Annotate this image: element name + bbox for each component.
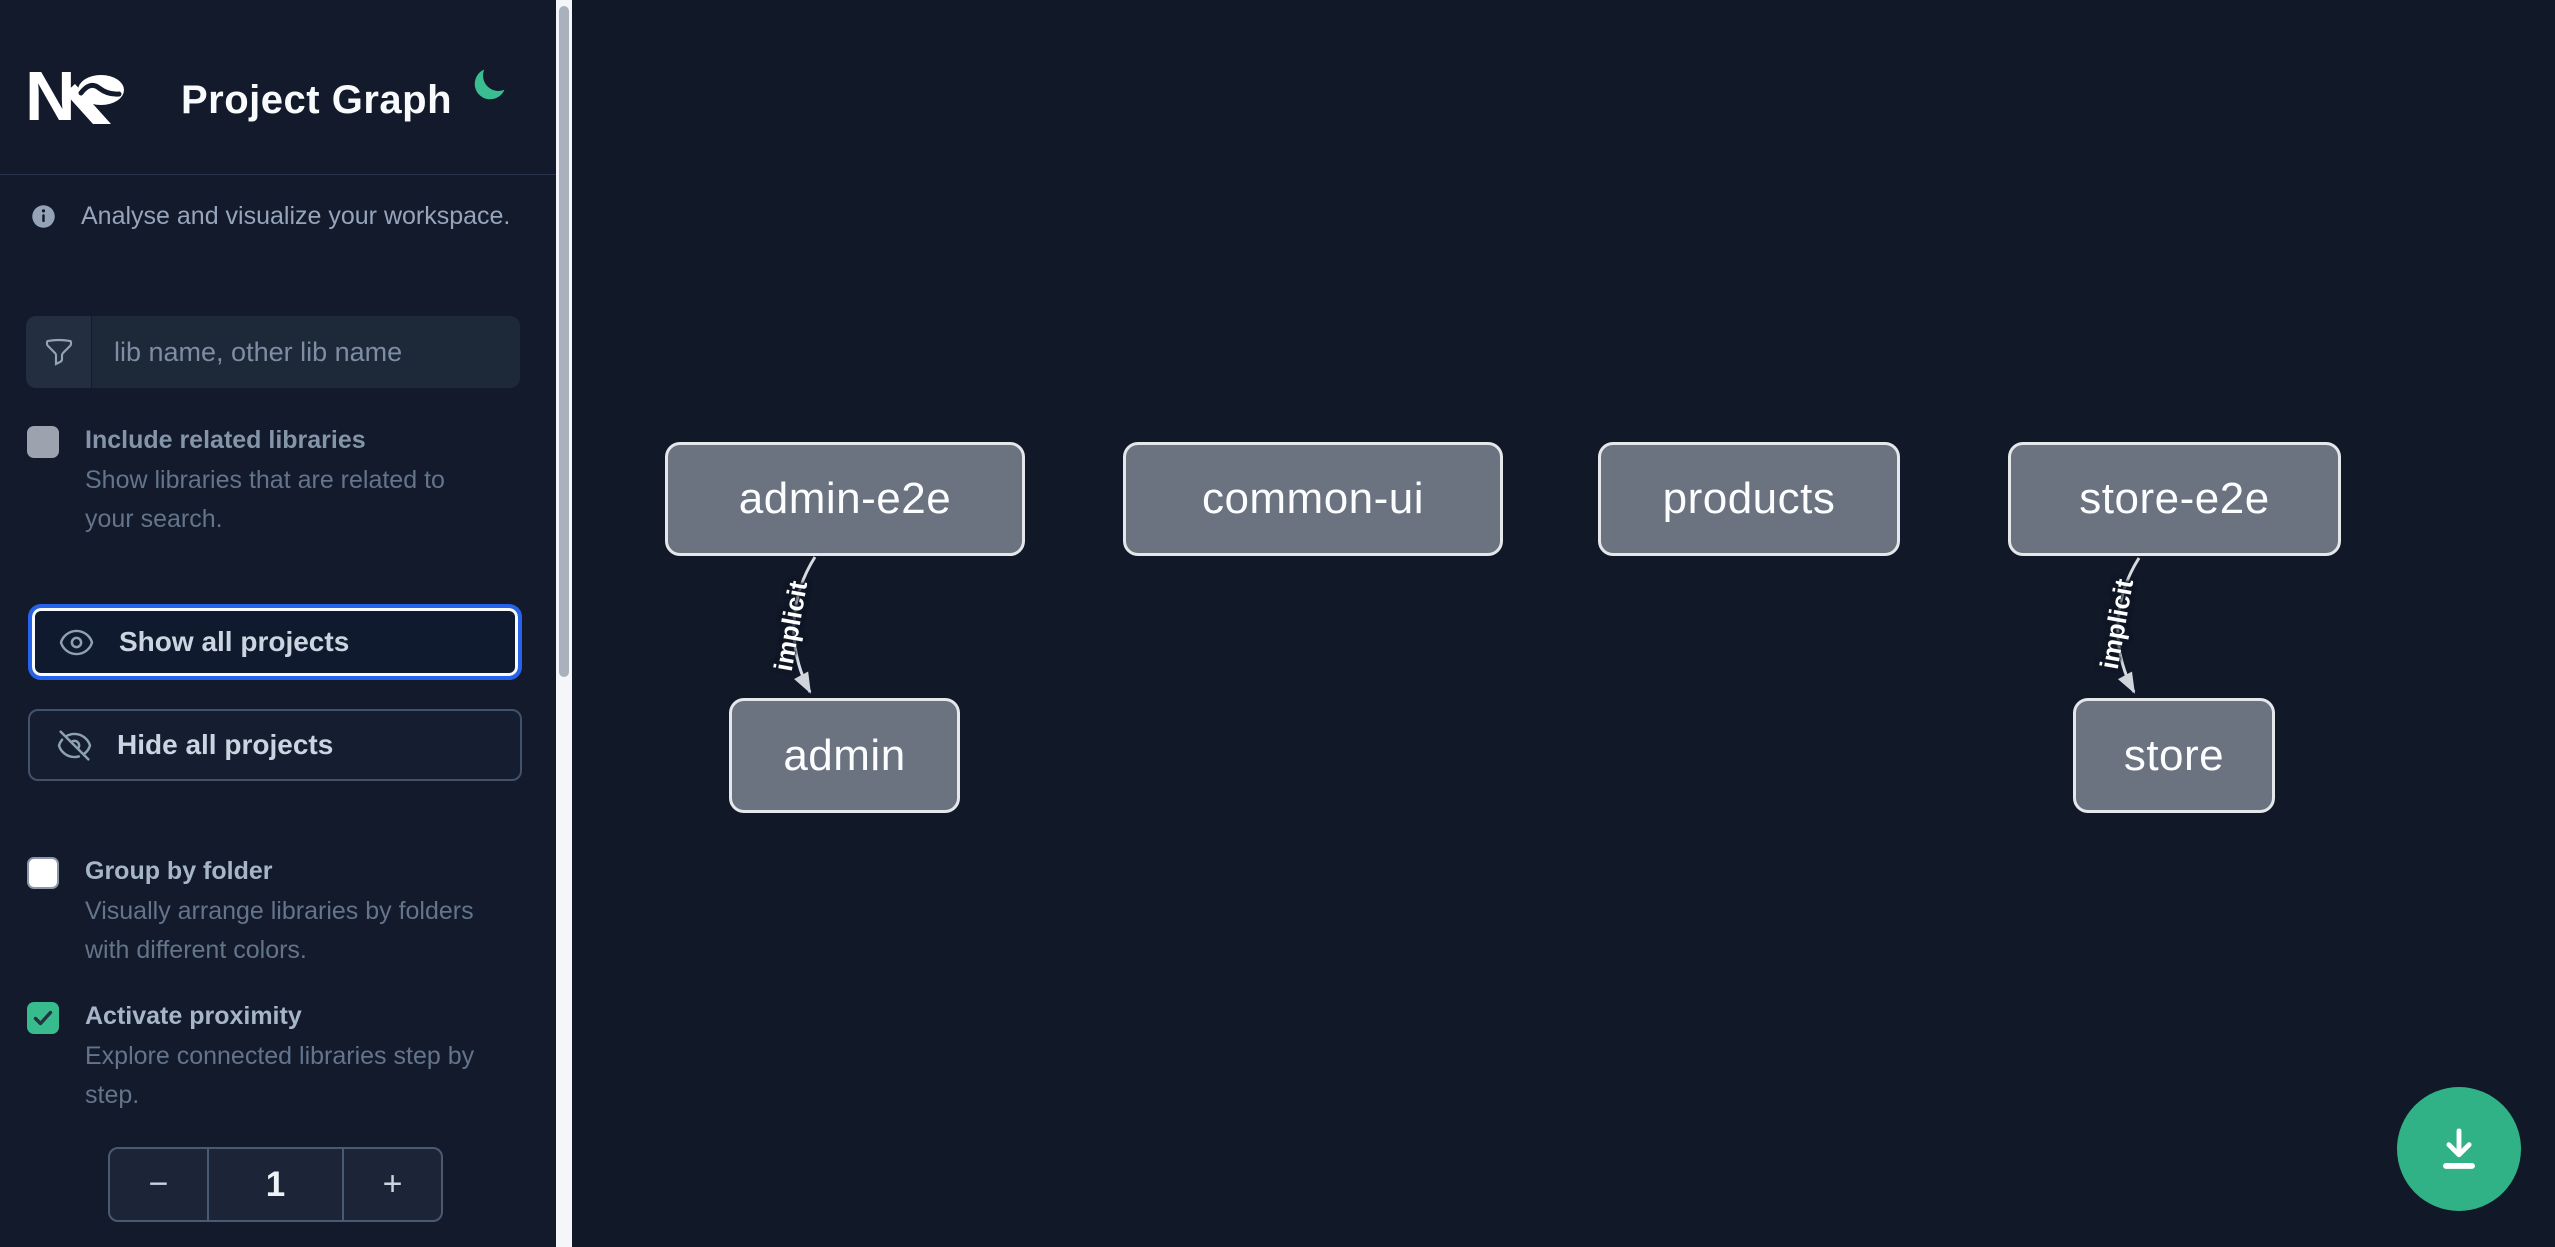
search-input[interactable]: [92, 316, 520, 388]
download-graph-button[interactable]: [2397, 1087, 2521, 1211]
hide-all-projects-button[interactable]: Hide all projects: [28, 709, 522, 781]
intro-text: Analyse and visualize your workspace.: [81, 202, 511, 230]
option-label: Include related libraries: [85, 426, 366, 454]
nx-logo: N: [25, 60, 124, 134]
eye-icon: [59, 629, 94, 655]
info-icon: [32, 205, 55, 228]
checkbox-group-by-folder[interactable]: [27, 857, 59, 889]
project-node-admin-e2e[interactable]: admin-e2e: [665, 442, 1025, 556]
hide-all-projects-label: Hide all projects: [117, 729, 334, 760]
graph-edges: [792, 556, 2141, 694]
increment-button[interactable]: +: [344, 1149, 441, 1220]
sidebar-scrollbar[interactable]: [556, 0, 572, 1247]
project-node-store-e2e[interactable]: store-e2e: [2008, 442, 2341, 556]
check-icon: [33, 1010, 53, 1026]
option-activate-proximity: Activate proximity Explore connected lib…: [27, 1000, 495, 1115]
edge-store-e2e-to-store: [2116, 557, 2141, 694]
option-label: Activate proximity: [85, 1002, 302, 1030]
sidebar: N Project Graph Analyse and visualize yo…: [0, 0, 556, 1247]
proximity-depth-value: 1: [207, 1149, 344, 1220]
graph-canvas[interactable]: implicit implicit admin-e2e common-ui pr…: [572, 0, 2555, 1247]
checkbox-activate-proximity[interactable]: [27, 1002, 59, 1034]
sidebar-scrollbar-thumb[interactable]: [559, 6, 569, 677]
project-node-common-ui[interactable]: common-ui: [1123, 442, 1503, 556]
project-node-admin[interactable]: admin: [729, 698, 960, 813]
show-all-projects-label: Show all projects: [119, 626, 350, 657]
option-include-related-libraries: Include related libraries Show libraries…: [27, 424, 495, 539]
download-icon: [2443, 1128, 2475, 1169]
option-description: Show libraries that are related to your …: [85, 466, 445, 533]
show-all-projects-button[interactable]: Show all projects: [28, 604, 522, 680]
project-node-products[interactable]: products: [1598, 442, 1900, 556]
app-header: N Project Graph: [0, 0, 556, 175]
search-box: [26, 316, 520, 388]
option-group-by-folder: Group by folder Visually arrange librari…: [27, 855, 495, 970]
page-title: Project Graph: [181, 78, 453, 122]
filter-funnel-icon: [26, 316, 92, 388]
intro-row: Analyse and visualize your workspace.: [30, 202, 510, 231]
svg-text:N: N: [25, 60, 76, 134]
checkbox-include-related-libraries[interactable]: [27, 426, 59, 458]
decrement-button[interactable]: −: [110, 1149, 207, 1220]
edge-admin-e2e-to-admin: [792, 556, 817, 694]
proximity-depth-stepper: − 1 +: [108, 1147, 443, 1222]
option-label: Group by folder: [85, 857, 273, 885]
theme-toggle-moon-icon[interactable]: [470, 66, 508, 104]
option-description: Visually arrange libraries by folders wi…: [85, 897, 474, 964]
option-description: Explore connected libraries step by step…: [85, 1042, 475, 1109]
eye-slash-icon: [57, 729, 92, 761]
project-node-store[interactable]: store: [2073, 698, 2275, 813]
